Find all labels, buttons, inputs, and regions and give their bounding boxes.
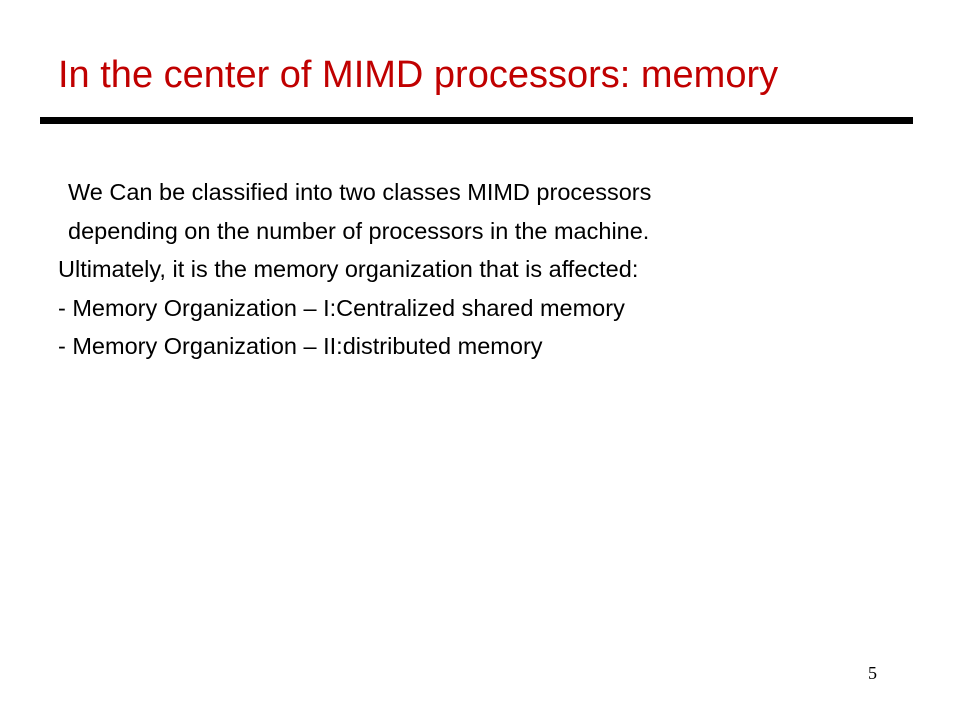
slide-title: In the center of MIMD processors: memory [58,54,779,96]
body-line-intro-3: Ultimately, it is the memory organizatio… [58,256,639,282]
slide-body: We Can be classified into two classes MI… [0,173,651,366]
bullet-memory-organization-1: - Memory Organization – I:Centralized sh… [58,294,625,321]
body-line-intro-2: depending on the number of processors in… [68,217,650,244]
title-divider [40,117,913,124]
page-number: 5 [868,663,877,683]
bullet-memory-organization-2: - Memory Organization – II:distributed m… [58,333,543,359]
body-line-intro-1: We Can be classified into two classes MI… [68,179,652,205]
